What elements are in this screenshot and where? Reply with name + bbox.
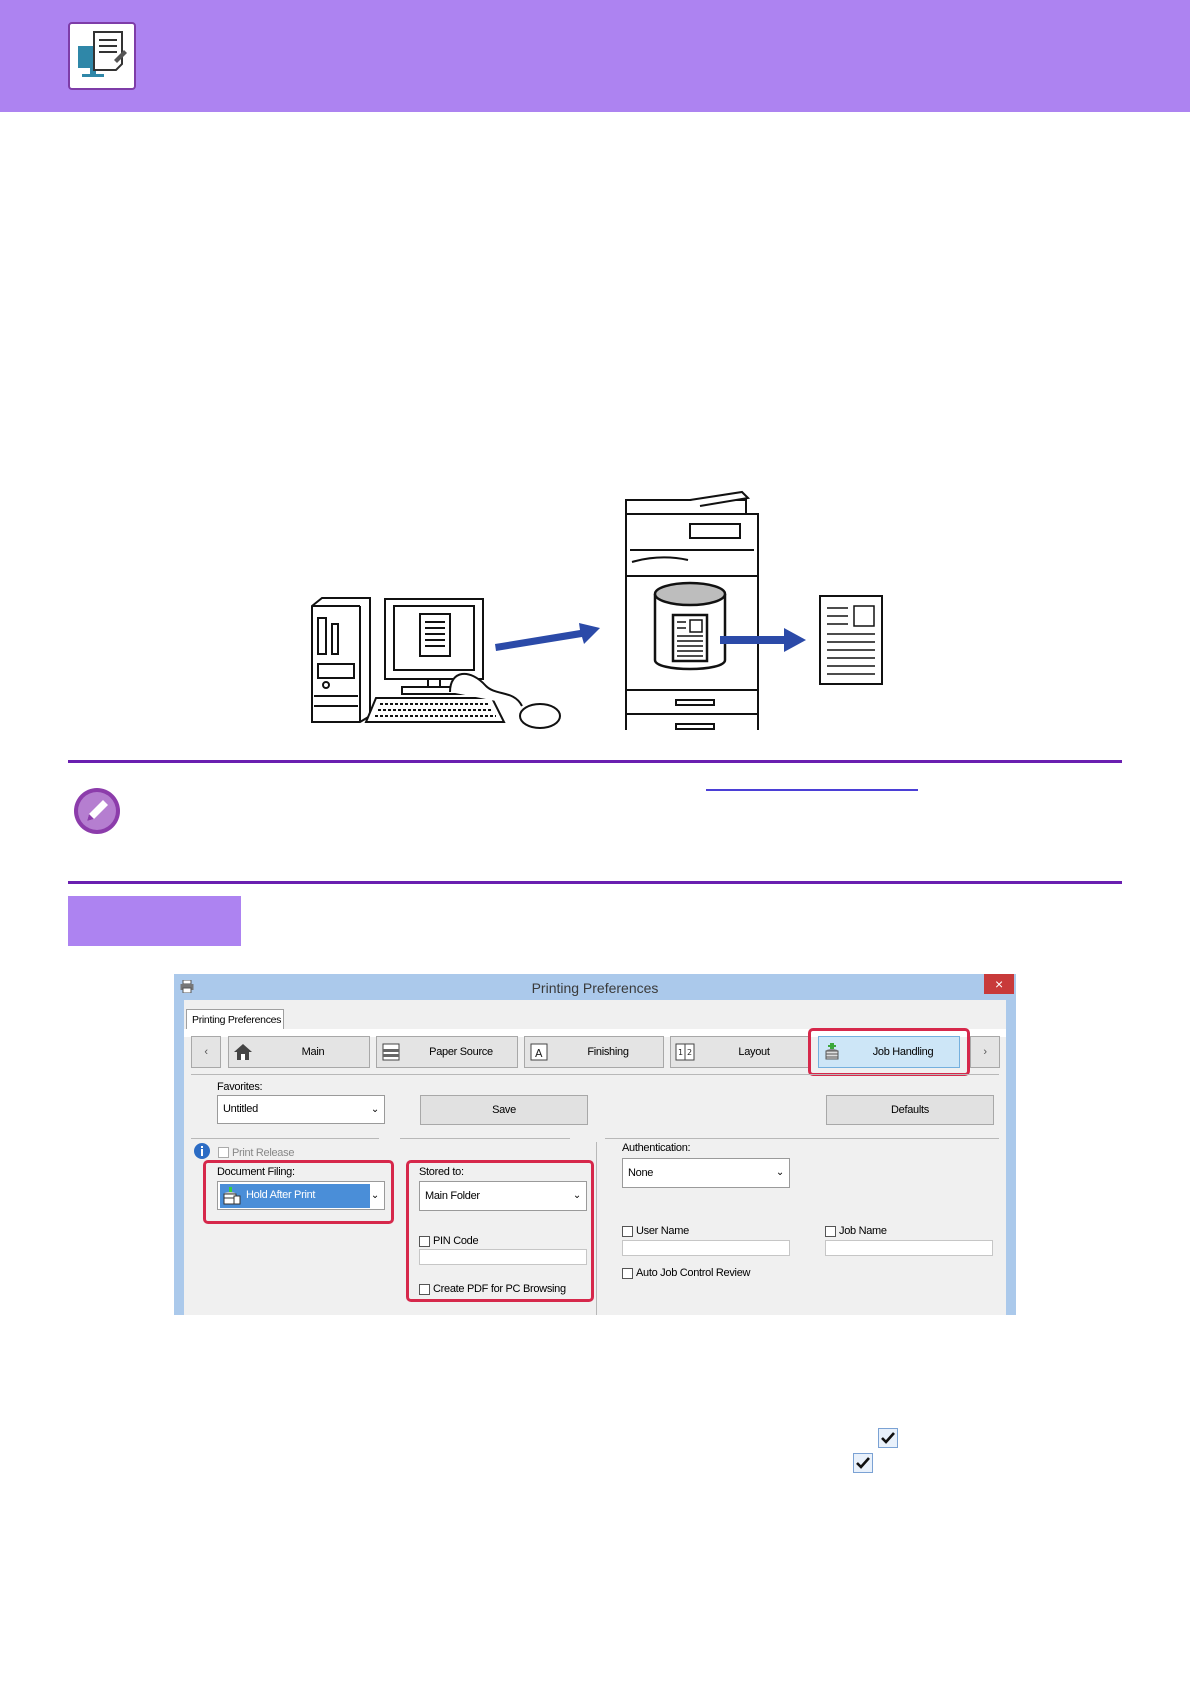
- document-filing-select[interactable]: Hold After Print ⌄: [217, 1181, 385, 1210]
- authentication-label: Authentication:: [622, 1142, 691, 1154]
- user-name-label: User Name: [636, 1225, 689, 1237]
- monitor-icon: [384, 598, 484, 695]
- print-release-checkbox[interactable]: [218, 1147, 229, 1158]
- tab-printing-preferences[interactable]: Printing Preferences: [186, 1009, 284, 1029]
- pin-code-input[interactable]: [419, 1249, 587, 1265]
- tab-paper-source[interactable]: Paper Source: [376, 1036, 518, 1068]
- tab-layout[interactable]: 1 2 Layout: [670, 1036, 810, 1068]
- printed-page-icon: [819, 595, 883, 685]
- checked-checkbox-icon: [853, 1453, 873, 1473]
- authentication-select[interactable]: None ⌄: [622, 1158, 790, 1188]
- tab-finishing-label: Finishing: [587, 1046, 629, 1058]
- pin-code-checkbox[interactable]: [419, 1236, 430, 1247]
- stored-to-label: Stored to:: [419, 1166, 464, 1178]
- tab-finishing[interactable]: A Finishing: [524, 1036, 664, 1068]
- print-release-label: Print Release: [232, 1147, 295, 1156]
- tab-strip-background: [184, 1029, 1006, 1037]
- user-name-checkbox[interactable]: [622, 1226, 633, 1237]
- document-filing-value: Hold After Print: [246, 1189, 316, 1201]
- job-name-checkbox[interactable]: [825, 1226, 836, 1237]
- section-divider-top: [68, 760, 1122, 763]
- step-heading-box: [68, 896, 241, 946]
- stored-to-highlight: [406, 1160, 594, 1302]
- dialog-title-bar: Printing Preferences ×: [174, 974, 1016, 1000]
- pin-code-label: PIN Code: [433, 1235, 479, 1247]
- hold-after-print-icon: [223, 1187, 241, 1205]
- save-button[interactable]: Save: [420, 1095, 588, 1125]
- left-section-separator: [191, 1138, 379, 1139]
- tab-main[interactable]: Main: [228, 1036, 370, 1068]
- dialog-frame-right: [1006, 1000, 1016, 1315]
- svg-text:A: A: [535, 1047, 543, 1060]
- chevron-down-icon: ⌄: [370, 1190, 379, 1201]
- close-button[interactable]: ×: [984, 974, 1014, 994]
- mouse-icon: [449, 672, 561, 729]
- favorites-label: Favorites:: [217, 1081, 263, 1093]
- info-icon: [194, 1143, 210, 1159]
- page-header-band: [0, 0, 1190, 112]
- auto-job-control-checkbox[interactable]: [622, 1268, 633, 1279]
- hold-after-print-illustration: [311, 490, 883, 730]
- tab-main-label: Main: [301, 1046, 325, 1058]
- job-name-label: Job Name: [839, 1225, 887, 1237]
- pencil-note-icon: [72, 786, 122, 836]
- stored-to-select[interactable]: Main Folder ⌄: [419, 1181, 587, 1211]
- send-arrow-icon: [495, 623, 600, 651]
- authentication-value: None: [628, 1167, 654, 1179]
- svg-text:2: 2: [687, 1048, 692, 1057]
- printer-icon: [180, 980, 194, 993]
- svg-text:1: 1: [678, 1048, 683, 1057]
- job-handling-icon: [825, 1043, 839, 1060]
- document-filing-highlight: [203, 1160, 394, 1224]
- finishing-icon: A: [530, 1043, 548, 1061]
- printing-preferences-dialog: Printing Preferences × Printing Preferen…: [174, 974, 1016, 1315]
- tab-paper-source-label: Paper Source: [429, 1046, 493, 1058]
- tab-job-handling-label: Job Handling: [872, 1046, 934, 1058]
- print-arrow-icon: [720, 628, 806, 652]
- create-pdf-label: Create PDF for PC Browsing: [433, 1283, 566, 1295]
- nav-prev-button[interactable]: ‹: [191, 1036, 221, 1068]
- create-pdf-checkbox[interactable]: [419, 1284, 430, 1295]
- favorites-value: Untitled: [223, 1103, 258, 1115]
- stored-to-value: Main Folder: [425, 1190, 480, 1202]
- middle-section-separator: [400, 1138, 570, 1139]
- right-section-separator: [605, 1138, 999, 1139]
- home-icon: [234, 1044, 252, 1060]
- checked-checkbox-icon: [878, 1428, 898, 1448]
- storage-disk-icon: [653, 581, 727, 671]
- chevron-down-icon: ⌄: [572, 1190, 581, 1201]
- dialog-title: Printing Preferences: [531, 980, 659, 996]
- favorites-select[interactable]: Untitled ⌄: [217, 1095, 385, 1124]
- tab-job-handling[interactable]: Job Handling: [818, 1036, 960, 1068]
- column-divider: [596, 1142, 597, 1315]
- reference-link-underline[interactable]: [706, 789, 918, 791]
- user-name-input[interactable]: [622, 1240, 790, 1256]
- tab-layout-label: Layout: [738, 1046, 770, 1058]
- keyboard-icon: [364, 697, 506, 723]
- dialog-frame-left: [174, 1000, 184, 1315]
- computer-document-icon: [68, 22, 136, 90]
- chevron-down-icon: ⌄: [370, 1104, 379, 1115]
- auto-job-control-label: Auto Job Control Review: [636, 1267, 751, 1279]
- pc-tower-icon: [311, 597, 371, 723]
- paper-tray-icon: [382, 1043, 400, 1061]
- layout-icon: 1 2: [675, 1043, 695, 1061]
- job-name-input[interactable]: [825, 1240, 993, 1256]
- section-divider-bottom: [68, 881, 1122, 884]
- chevron-down-icon: ⌄: [775, 1167, 784, 1178]
- nav-next-button[interactable]: ›: [970, 1036, 1000, 1068]
- defaults-button[interactable]: Defaults: [826, 1095, 994, 1125]
- job-handling-highlight: [808, 1028, 970, 1076]
- document-filing-selection: Hold After Print: [220, 1184, 370, 1208]
- nav-separator: [191, 1074, 999, 1075]
- document-filing-label: Document Filing:: [217, 1166, 295, 1178]
